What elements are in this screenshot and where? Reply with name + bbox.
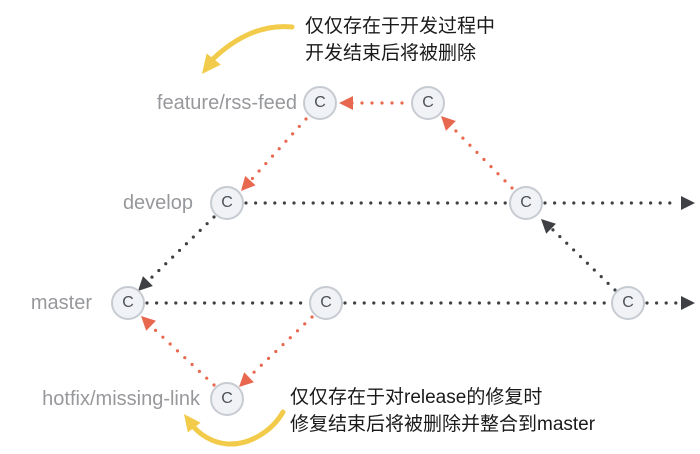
commit-node-hotfix-1: C [210, 382, 244, 416]
feature-annotation-arrow-curve [210, 24, 295, 62]
feature-annotation-line2: 开发结束后将被删除 [305, 43, 477, 64]
arrowhead-into-feature2 [441, 116, 456, 131]
arrowhead-into-master1-red [141, 316, 156, 331]
commit-node-master-1: C [111, 286, 145, 320]
branch-label-hotfix: hotfix/missing-link [42, 388, 200, 410]
feature-annotation-line1: 仅仅存在于开发过程中 [305, 16, 496, 37]
branch-label-feature: feature/rss-feed [156, 92, 297, 114]
arrowhead-master-continues [681, 296, 695, 310]
commit-node-develop-2: C [509, 186, 543, 220]
edge-develop1-to-master1 [146, 215, 216, 283]
commit-node-feature-2: C [411, 86, 445, 120]
commit-node-master-2: C [309, 286, 343, 320]
arrowhead-into-develop1-red [241, 175, 256, 191]
hotfix-annotation-line2: 修复结束后将被删除并整合到master [290, 414, 596, 435]
edge-develop2-to-feature2 [450, 125, 514, 190]
arrowhead-into-master1-dark [138, 276, 153, 291]
commit-node-master-3: C [611, 286, 645, 320]
arrowhead-develop-continues [681, 196, 695, 210]
edge-feature1-to-develop1 [249, 117, 308, 182]
commit-node-feature-1: C [303, 86, 337, 120]
commit-node-develop-1: C [210, 186, 244, 220]
arrowhead-into-feature1 [339, 96, 353, 110]
hotfix-annotation: 仅仅存在于对release的修复时 修复结束后将被删除并整合到master [290, 384, 595, 438]
edge-master3-to-develop2 [549, 226, 617, 292]
arrowhead-into-develop2-dark [541, 219, 556, 234]
feature-annotation-arrowhead [202, 53, 221, 74]
hotfix-annotation-arrowhead [184, 414, 201, 433]
arrowhead-into-hotfix1 [239, 372, 254, 387]
branch-label-develop: develop [122, 192, 193, 214]
feature-annotation: 仅仅存在于开发过程中 开发结束后将被删除 [305, 13, 495, 67]
hotfix-annotation-line1: 仅仅存在于对release的修复时 [290, 387, 543, 408]
edge-master2-to-hotfix1 [247, 315, 314, 379]
branch-label-master: master [30, 292, 92, 314]
edge-hotfix1-to-master1 [150, 325, 216, 387]
hotfix-annotation-arrow-curve [188, 409, 286, 447]
